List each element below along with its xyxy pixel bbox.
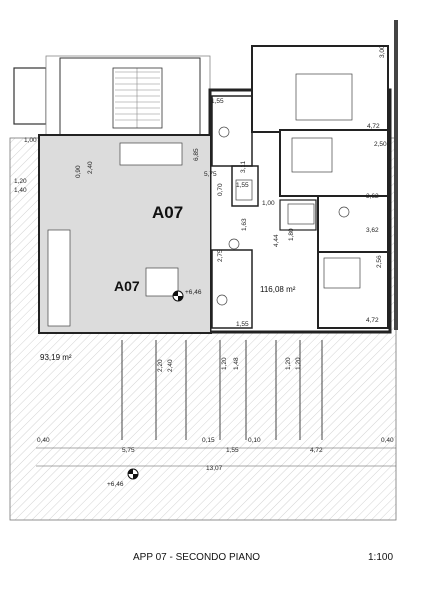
dim-1-80: 1,80: [288, 228, 295, 241]
dim-6-85: 6,85: [193, 148, 200, 161]
room-dimensions: 3,00 4,72 1,55 6,85 5,75 3,11 2,50 1,55 …: [14, 45, 387, 328]
dim-0-40-right: 0,40: [381, 437, 394, 444]
dim-1-20-b: 1,20: [285, 357, 292, 370]
dim-1-20-c: 1,20: [295, 357, 302, 370]
living-area-label: 116,08 m²: [260, 285, 296, 294]
dim-1-40: 1,40: [14, 187, 27, 194]
dim-1-55-a: 1,55: [211, 98, 224, 105]
dim-0-10: 0,10: [248, 437, 261, 444]
dim-5-75-v: 5,75: [204, 171, 217, 178]
dim-0-70: 0,70: [217, 183, 224, 196]
dim-1-55-bottom: 1,55: [226, 447, 239, 454]
level-markers: [127, 290, 184, 480]
dim-3-00: 3,00: [379, 45, 386, 58]
bottom-dimensions: 0,40 5,75 0,15 0,10 1,55 4,72 0,40 13,07: [37, 437, 394, 472]
dim-2-40-a: 2,40: [87, 161, 94, 174]
dimension-lines: [36, 447, 396, 467]
dim-0-15: 0,15: [202, 437, 215, 444]
dim-2-56: 2,56: [376, 255, 383, 268]
unit-label-main: A07: [152, 203, 183, 222]
dim-1-00-b: 1,00: [262, 200, 275, 207]
plan-scale: 1:100: [368, 552, 394, 563]
dim-3-62-b: 3,62: [366, 227, 379, 234]
dim-3-11: 3,11: [240, 160, 247, 173]
dim-1-48: 1,48: [233, 357, 240, 370]
dim-4-72-bottom-line: 4,72: [310, 447, 323, 454]
terrace-area-label: 93,19 m²: [40, 353, 72, 362]
furniture: [47, 73, 361, 327]
unit-label-dining: A07: [114, 278, 140, 294]
staircase: [13, 55, 211, 137]
dim-4-44: 4,44: [273, 234, 280, 247]
dim-1-55-b: 1,55: [236, 182, 249, 189]
plan-title: APP 07 - SECONDO PIANO: [133, 552, 261, 563]
dim-3-62-a: 3,62: [366, 193, 379, 200]
dim-2-40-b: 2,40: [167, 359, 174, 372]
dim-4-72-top: 4,72: [367, 123, 380, 130]
dim-2-75: 2,75: [217, 249, 224, 262]
dim-0-90: 0,90: [75, 165, 82, 178]
dim-1-00-a: 1,00: [24, 137, 37, 144]
dim-5-75: 5,75: [122, 447, 135, 454]
dim-0-40-left: 0,40: [37, 437, 50, 444]
dim-1-20: 1,20: [14, 178, 27, 185]
dim-4-72-bottom: 4,72: [366, 317, 379, 324]
terrace-dimensions: 2,20 2,40 1,20 1,48 1,20 1,20: [157, 357, 302, 372]
dim-1-63: 1,63: [241, 218, 248, 231]
dim-2-50: 2,50: [374, 141, 387, 148]
level-mark-terrace: +6,46: [107, 481, 124, 488]
dim-1-55-c: 1,55: [236, 321, 249, 328]
dim-2-20: 2,20: [157, 359, 164, 372]
level-mark-apartment: +6,46: [185, 289, 202, 296]
dim-13-07: 13,07: [206, 465, 223, 472]
dim-1-20-a: 1,20: [221, 357, 228, 370]
terrace-posts: [121, 340, 323, 440]
